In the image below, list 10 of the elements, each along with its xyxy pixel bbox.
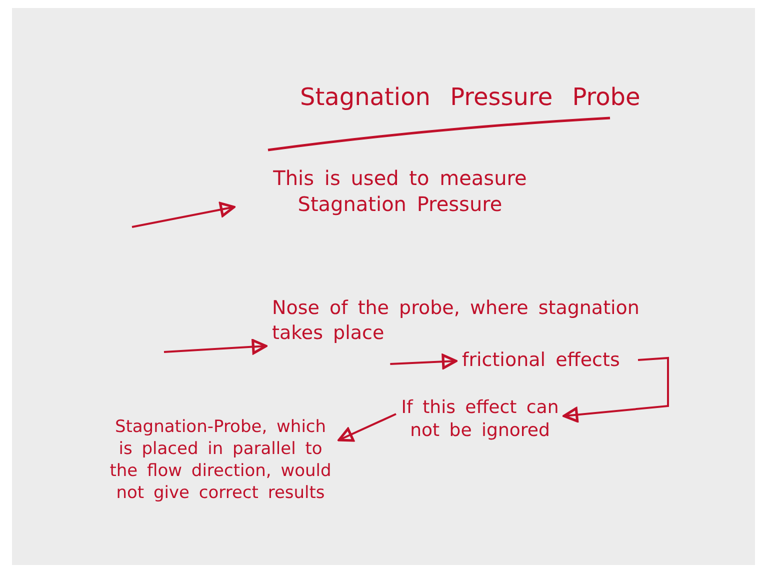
arrow bbox=[132, 202, 236, 228]
note-text: This is used to measure Stagnation Pressure bbox=[240, 165, 560, 217]
note-text: If this effect can not be ignored bbox=[400, 396, 560, 443]
arrow bbox=[164, 339, 268, 354]
note-text: Stagnation-Probe, which is placed in parallel to the flow direction, would not give correct results bbox=[108, 416, 333, 504]
note-text: frictional effects bbox=[462, 348, 634, 373]
title: Stagnation Pressure Probe bbox=[300, 82, 640, 113]
arrow bbox=[562, 356, 669, 422]
arrow bbox=[338, 413, 396, 442]
arrow bbox=[390, 354, 458, 370]
